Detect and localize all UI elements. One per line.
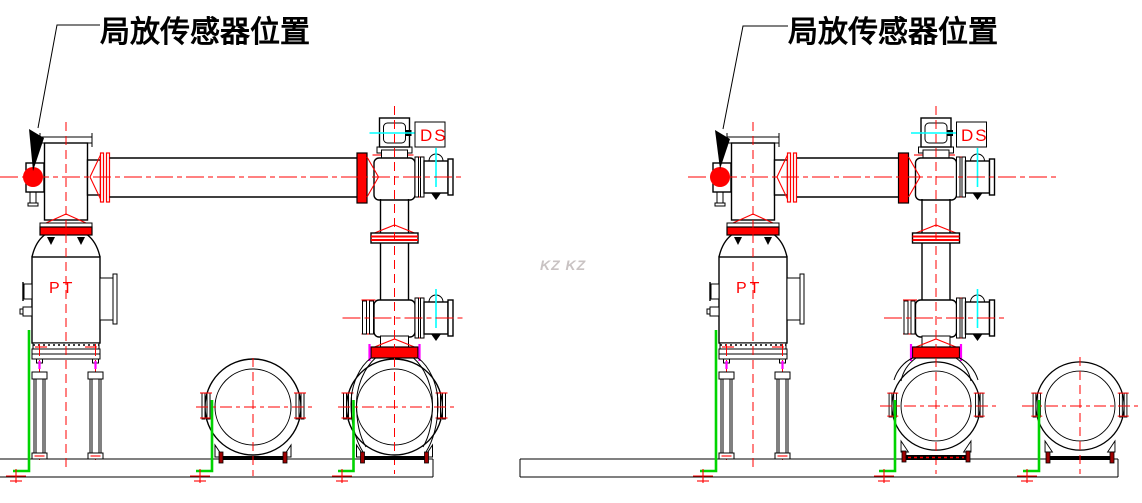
- sensor-position-label-right: 局放传感器位置: [788, 15, 998, 49]
- leader-line: [37, 24, 100, 129]
- centerlines-right: [688, 176, 1138, 474]
- pd-sensor-dot-left: [23, 167, 43, 187]
- leader-arrowhead: [29, 129, 44, 171]
- pt-label-right: PT: [736, 280, 762, 297]
- busbar-pipe-right: [797, 157, 899, 198]
- pd-sensor-dot-right: [710, 167, 730, 187]
- pt-label-left: PT: [49, 280, 75, 297]
- tank-saddle-left-2: [360, 451, 429, 464]
- breaker-bay-left: [343, 106, 465, 474]
- bell-housing-left: [350, 357, 439, 453]
- foundation-right: [519, 458, 1119, 478]
- leader-arrowhead: [715, 130, 730, 169]
- sensor-callout-left: 局放传感器位置: [29, 15, 310, 171]
- diagram-left: 局放传感器位置 PT DS: [0, 15, 465, 484]
- watermark: KZ KZ: [540, 257, 586, 273]
- diagram-right: 局放传感器位置 PT DS: [519, 15, 1138, 484]
- ground-wires-right: [692, 400, 1041, 484]
- tank-saddle-right-1: [901, 450, 971, 463]
- ds-label-left: DS: [420, 126, 448, 145]
- leader-line: [722, 25, 788, 130]
- ds-label-right: DS: [961, 126, 989, 145]
- foundation-left: [0, 458, 434, 478]
- sensor-position-label-left: 局放传感器位置: [100, 15, 310, 49]
- bell-housing-right: [893, 357, 979, 382]
- sensor-callout-right: 局放传感器位置: [715, 15, 998, 169]
- breaker-bay-right: [884, 106, 1006, 474]
- busbar-pipe-left: [109, 157, 357, 198]
- ground-wires-left: [5, 400, 355, 484]
- centerlines-left: [0, 176, 463, 476]
